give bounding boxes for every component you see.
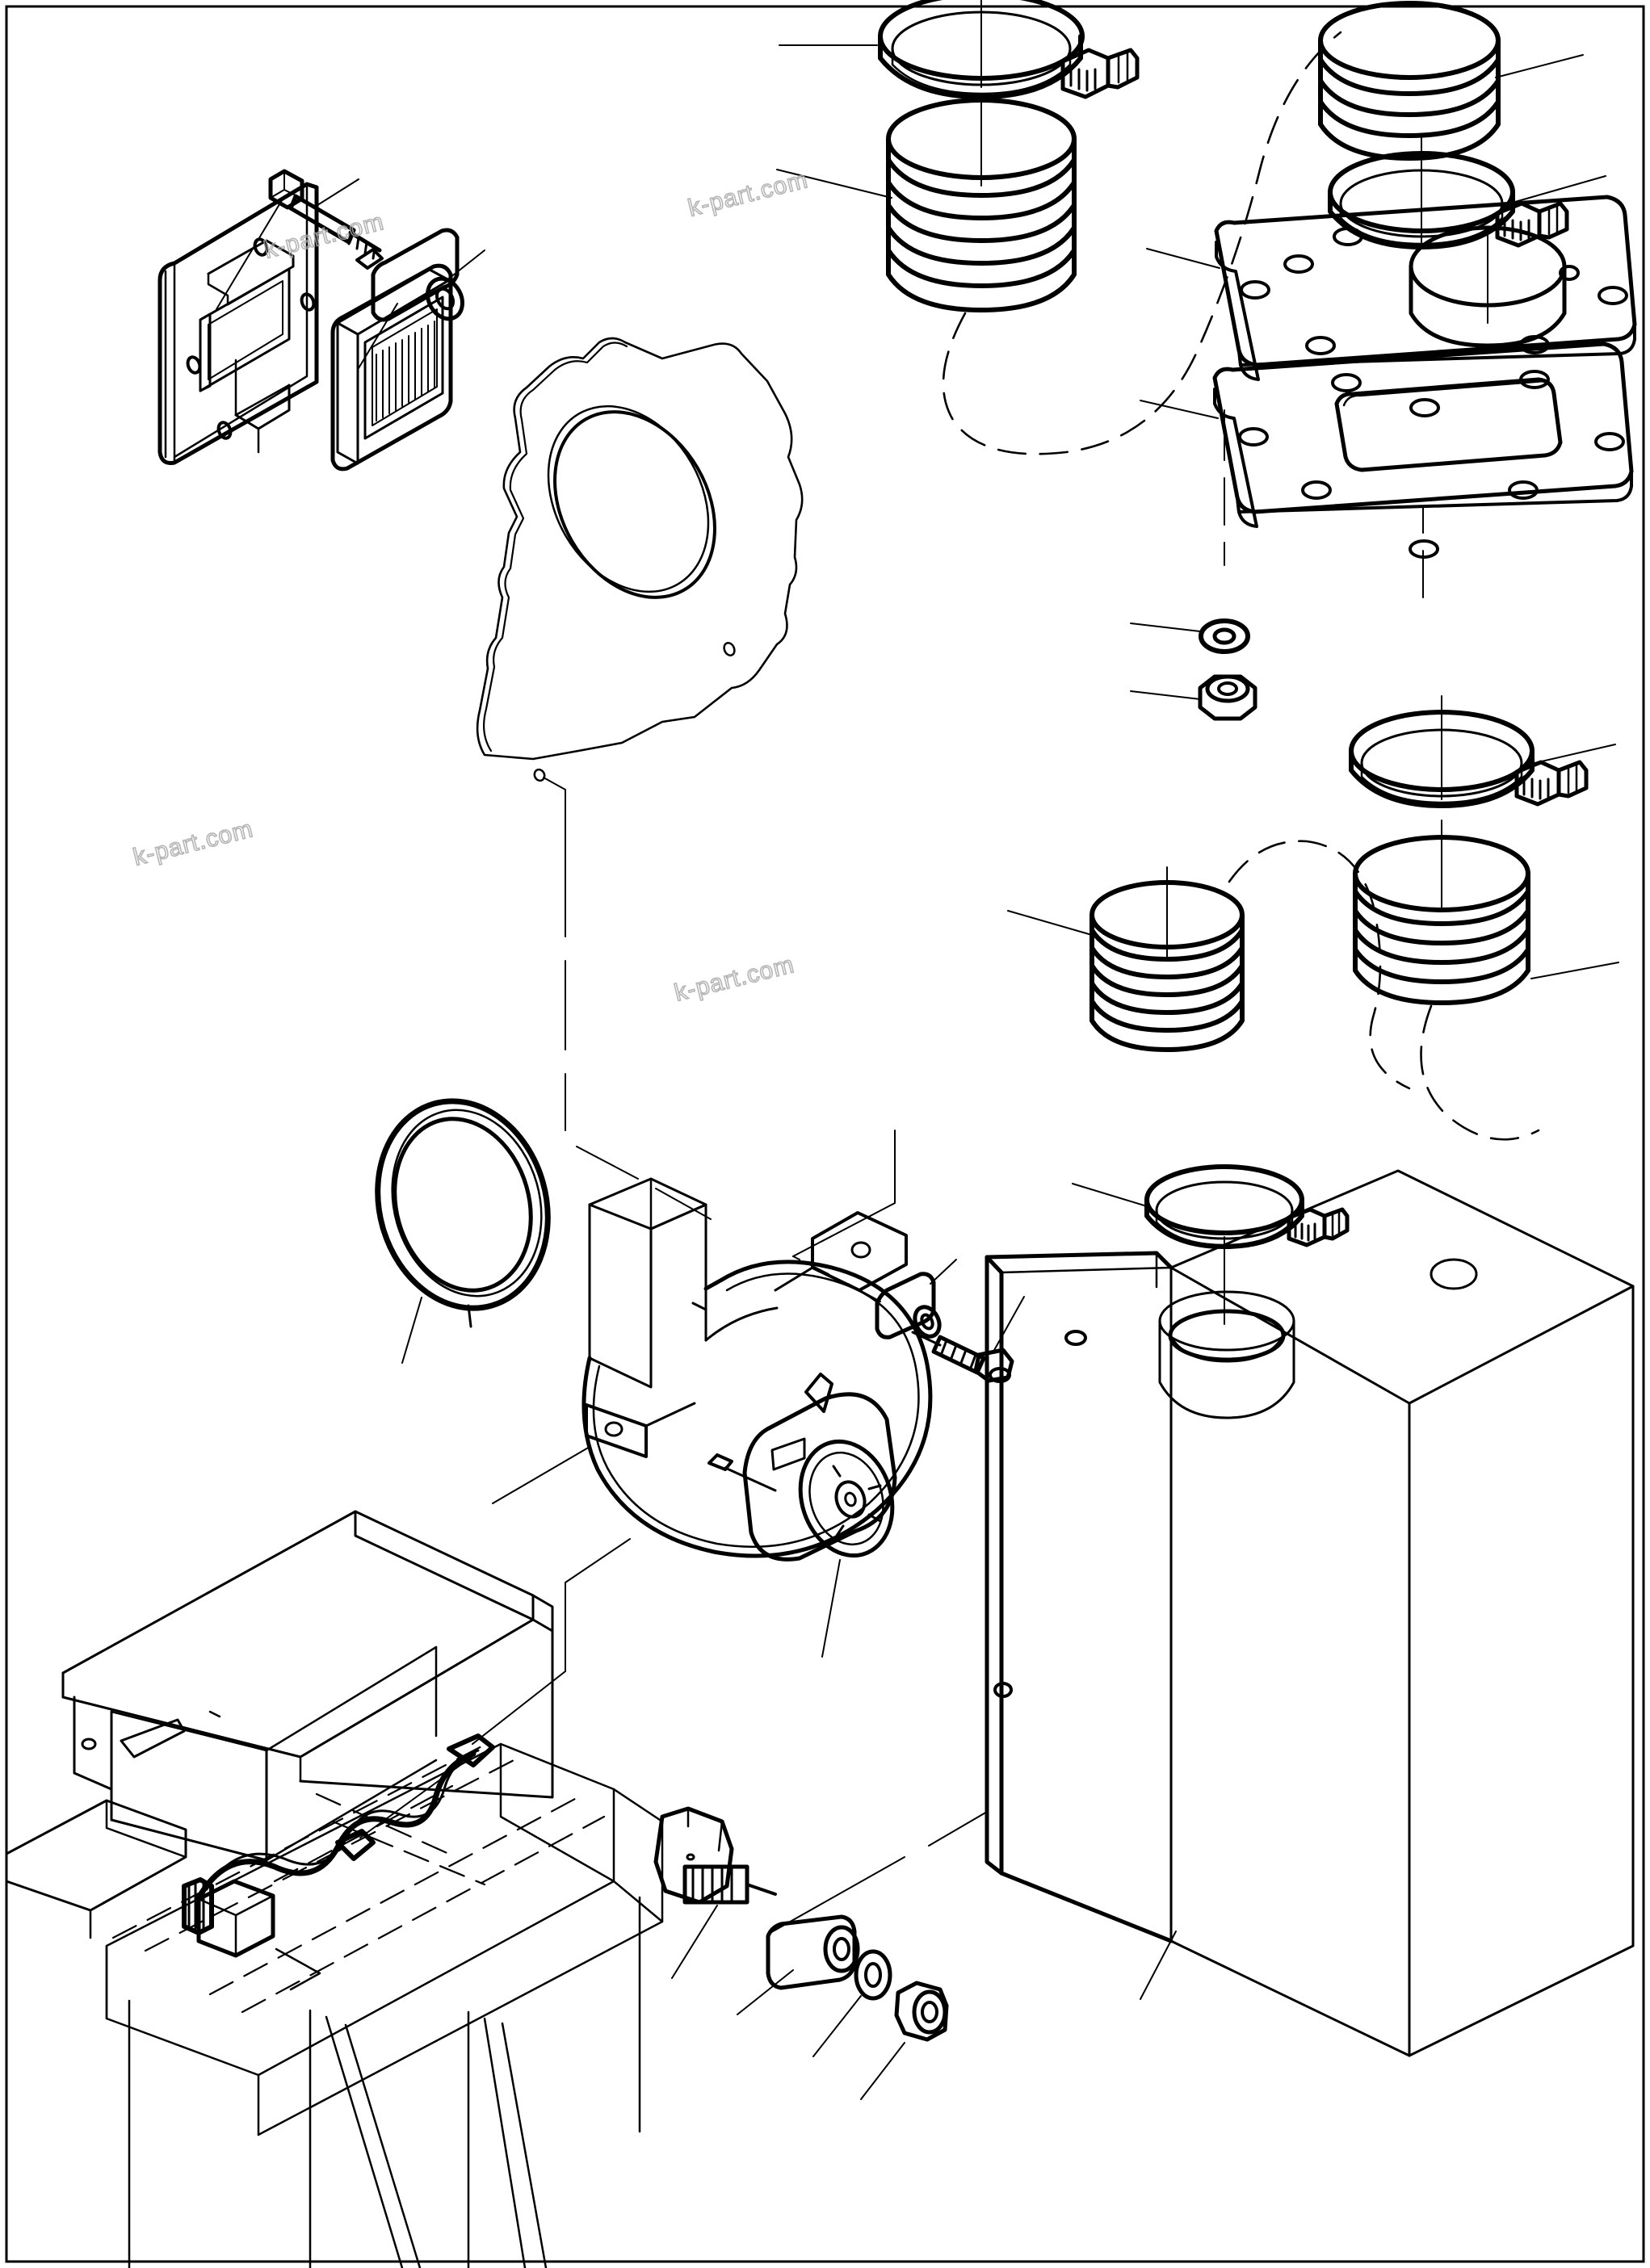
filter-element [330,263,453,472]
leader-bellows-3 [1530,962,1619,979]
case-collar [1158,1290,1295,1419]
leader-bolt-blower [993,1296,1025,1352]
washer [1199,618,1250,654]
leader-bellows-1 [776,169,892,199]
leader-spacer-blower [930,1259,957,1285]
leader-blower-scroll [492,1446,590,1504]
bolt-upper-left [268,169,384,270]
leader-bellows-2 [1495,54,1584,78]
hose-route-1 [942,31,1342,455]
leader-harness [359,1756,472,1838]
leader-bolt-lower [671,1905,718,1979]
leader-ac-case [1140,1931,1177,2000]
hose-route-3 [1420,1004,1540,1141]
leader-blower-motor [821,1559,841,1658]
gasket-plate-lower [1212,342,1634,559]
leader-clamp-3 [1534,744,1616,764]
ac-case [985,1169,1635,2057]
leader-washer-lower [812,1995,862,2057]
nut-lower [894,1981,949,2042]
filter-frame [157,182,319,465]
hose-route-4 [1228,840,1411,1090]
centerline-lower-fasteners [766,1811,988,1935]
leader-blower-bracket [792,1130,896,1257]
leader-o-ring [401,1297,422,1364]
nut [1198,674,1257,721]
leader-cab-top [565,1538,631,1583]
blower-motor [707,1373,897,1562]
leader-filter-frame [314,178,359,208]
leader-washer [1130,623,1201,632]
leader-nut [1130,690,1201,700]
leader-clamp-2 [1514,175,1606,203]
leader-spacer-lower [737,1969,794,2015]
leader-gasket-plate-lower [1140,400,1219,419]
leader-flange-plate-upper [1146,248,1220,269]
relay-block [182,1877,275,1958]
washer-lower [854,1949,892,2001]
blower-scroll [581,1177,933,1558]
leader-relay-block [275,1947,321,1991]
bolt-lower [653,1806,777,1905]
leader-bellows-4 [1007,910,1093,936]
o-ring [375,1098,551,1328]
bellows-2 [1318,1,1501,161]
leader-bolt-upper-left [216,195,285,310]
leader-filter-element [445,249,485,282]
leader-cab-box [472,1582,566,1745]
gasket-centerline [565,807,712,1220]
centerline-blower-bracket [792,1256,881,1302]
leader-nut-lower [860,2042,905,2100]
harness [194,1733,495,1904]
leader-clamp-4 [1072,1183,1148,1207]
bellows-4 [1090,880,1245,1052]
page-border [5,5,1645,2263]
bolt-blower [911,1331,1014,1383]
contour-gasket [476,337,804,808]
